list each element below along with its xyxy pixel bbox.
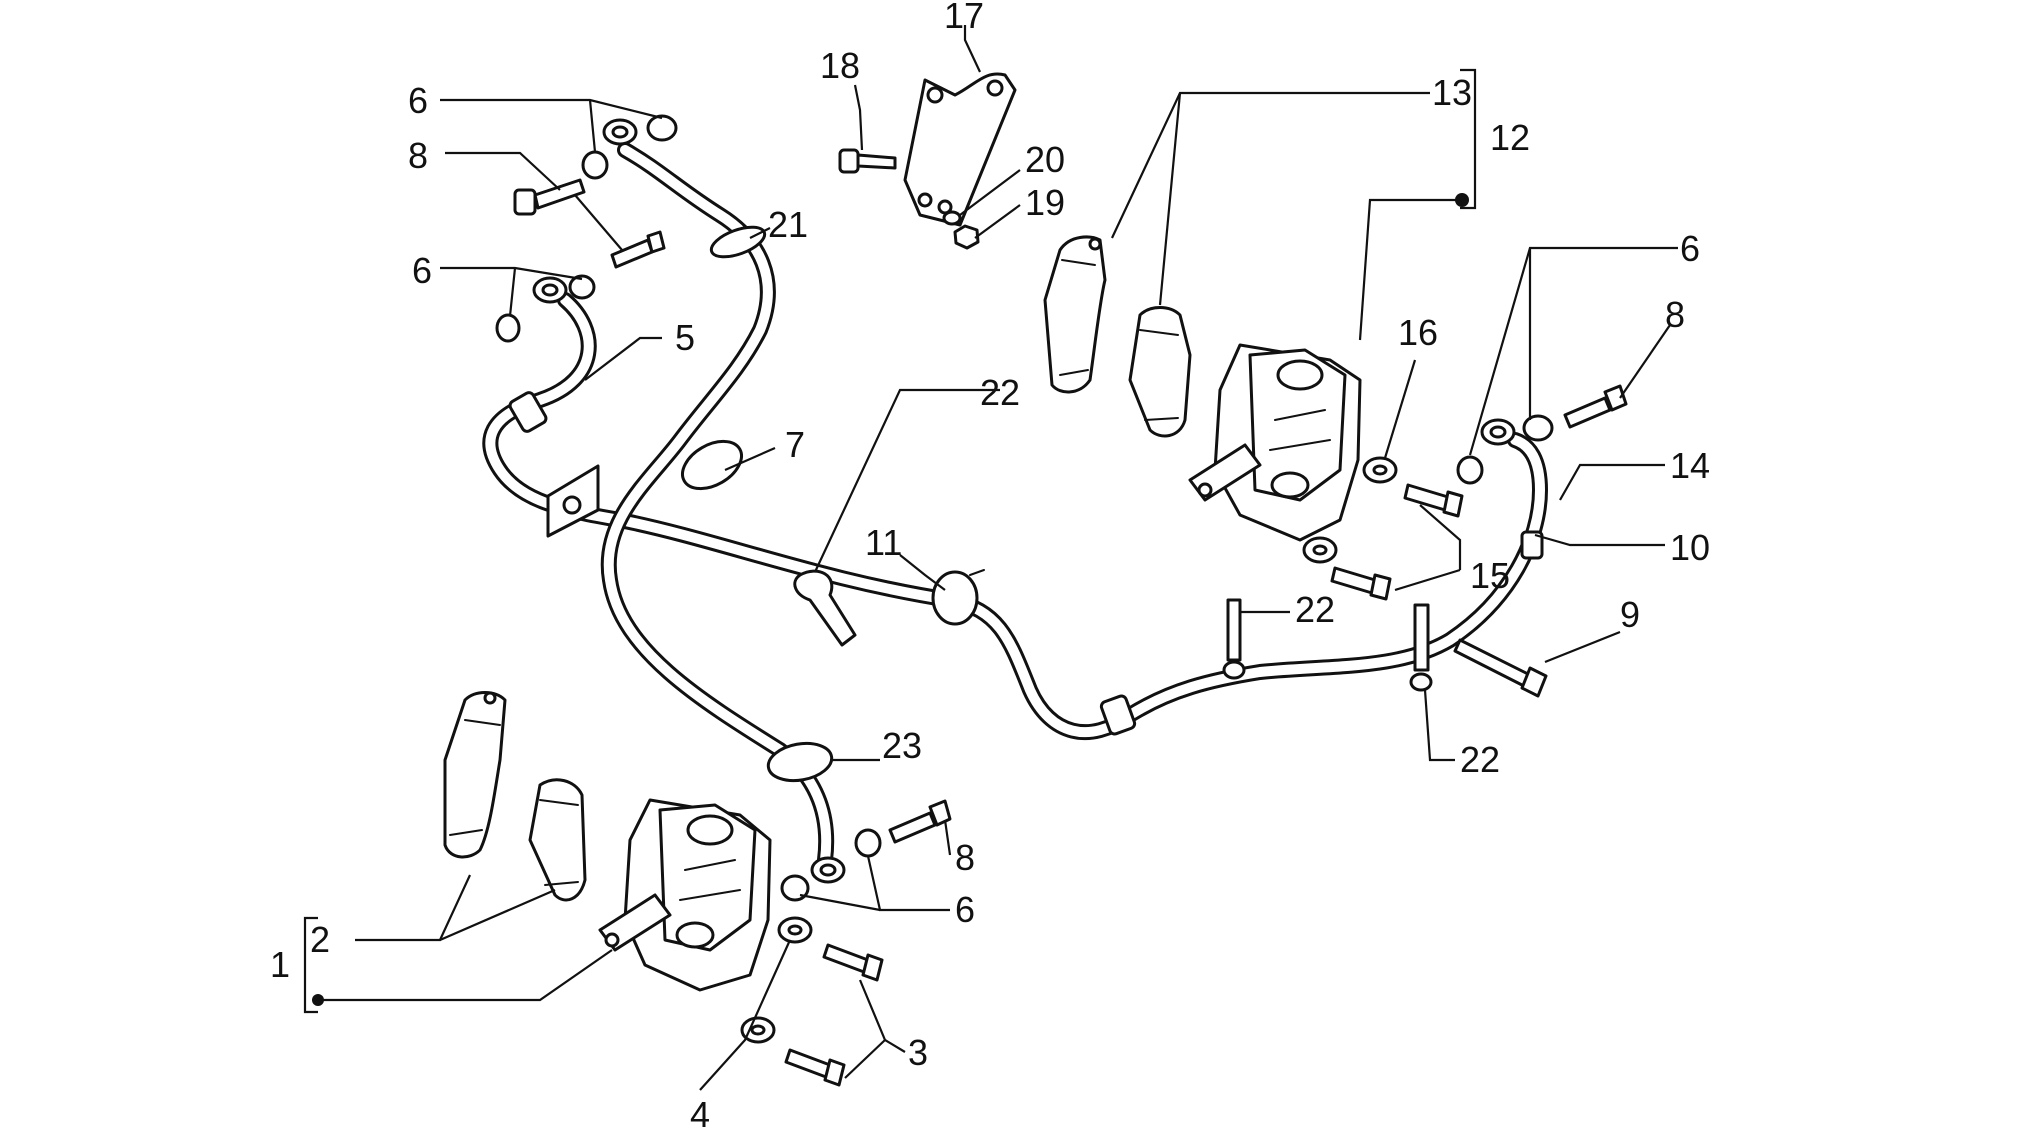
washer-6-right xyxy=(1456,414,1554,485)
label-18: 18 xyxy=(820,45,860,86)
hose-clamp-21 xyxy=(709,225,767,259)
hose-guide-22-right xyxy=(1409,603,1433,692)
bolt-9 xyxy=(1453,638,1548,698)
hose-fittings xyxy=(508,118,1544,884)
label-8: 8 xyxy=(955,837,975,878)
label-6: 6 xyxy=(955,889,975,930)
label-12: 12 xyxy=(1490,117,1530,158)
brake-hose-14 xyxy=(1122,432,1548,723)
label-19: 19 xyxy=(1025,182,1065,223)
washer-16 xyxy=(1362,456,1398,484)
nut-19 xyxy=(953,224,980,250)
bolt-15-lower xyxy=(1330,566,1392,601)
label-10: 10 xyxy=(1670,527,1710,568)
label-8: 8 xyxy=(408,135,428,176)
label-1: 1 xyxy=(270,944,290,985)
label-7: 7 xyxy=(785,424,805,465)
banjo-bolt-8-right xyxy=(1563,384,1628,429)
brake-pad-13-b xyxy=(1128,306,1192,438)
brake-hose-7 xyxy=(600,142,835,868)
bolt-15-upper xyxy=(1403,483,1464,518)
label-3: 3 xyxy=(908,1032,928,1073)
hose-guide-22 xyxy=(793,569,857,647)
label-15: 15 xyxy=(1470,555,1510,596)
label-4: 4 xyxy=(690,1094,710,1133)
bolt-18 xyxy=(838,148,897,174)
label-11: 11 xyxy=(865,522,902,563)
label-17: 17 xyxy=(944,0,984,36)
label-13: 13 xyxy=(1432,72,1472,113)
label-2: 2 xyxy=(310,919,330,960)
label-23: 23 xyxy=(882,725,922,766)
label-6: 6 xyxy=(412,250,432,291)
label-22: 22 xyxy=(1460,739,1500,780)
caliper-support-plate-17 xyxy=(903,72,1017,227)
leader-lines xyxy=(303,25,1678,1091)
bolt-3-upper xyxy=(822,943,884,982)
label-16: 16 xyxy=(1398,312,1438,353)
label-14: 14 xyxy=(1670,445,1710,486)
label-6: 6 xyxy=(1680,228,1700,269)
label-22: 22 xyxy=(980,372,1020,413)
brake-caliper-12 xyxy=(1188,343,1362,542)
callout-labels: 6 8 6 5 21 7 22 11 17 18 20 19 13 12 16 … xyxy=(270,0,1710,1133)
hose-clamp-11 xyxy=(931,569,985,626)
brake-caliper-1 xyxy=(598,798,772,992)
hose-clamp-23 xyxy=(766,741,834,783)
washers-6-second xyxy=(495,274,596,343)
banjo-bolt-8-top xyxy=(513,178,586,216)
hose-bracket-fixed xyxy=(546,464,600,538)
washer-15 xyxy=(1302,536,1338,564)
assembly-dot-12 xyxy=(1455,193,1469,207)
brake-pad-2-a xyxy=(443,691,507,859)
washers-6-top xyxy=(581,114,678,180)
brake-pad-13-a xyxy=(1043,235,1107,394)
brake-pad-2-b xyxy=(528,778,587,902)
label-22: 22 xyxy=(1295,589,1335,630)
washer-20 xyxy=(942,210,962,226)
bolt-3-lower xyxy=(784,1048,846,1087)
label-6: 6 xyxy=(408,80,428,121)
washer-6-lower-left xyxy=(780,828,882,902)
label-9: 9 xyxy=(1620,594,1640,635)
label-20: 20 xyxy=(1025,139,1065,180)
hose-clamp-7 xyxy=(681,439,743,491)
washer-4 xyxy=(740,1016,776,1044)
label-21: 21 xyxy=(768,204,808,245)
washer-3-upper xyxy=(777,916,813,944)
label-8: 8 xyxy=(1665,294,1685,335)
label-5: 5 xyxy=(675,317,695,358)
bolt-8-top-thread xyxy=(610,230,666,269)
banjo-bolt-8-lower xyxy=(888,799,952,844)
hose-guide-22-mid xyxy=(1222,598,1246,680)
brake-hose-5 xyxy=(482,292,1138,741)
